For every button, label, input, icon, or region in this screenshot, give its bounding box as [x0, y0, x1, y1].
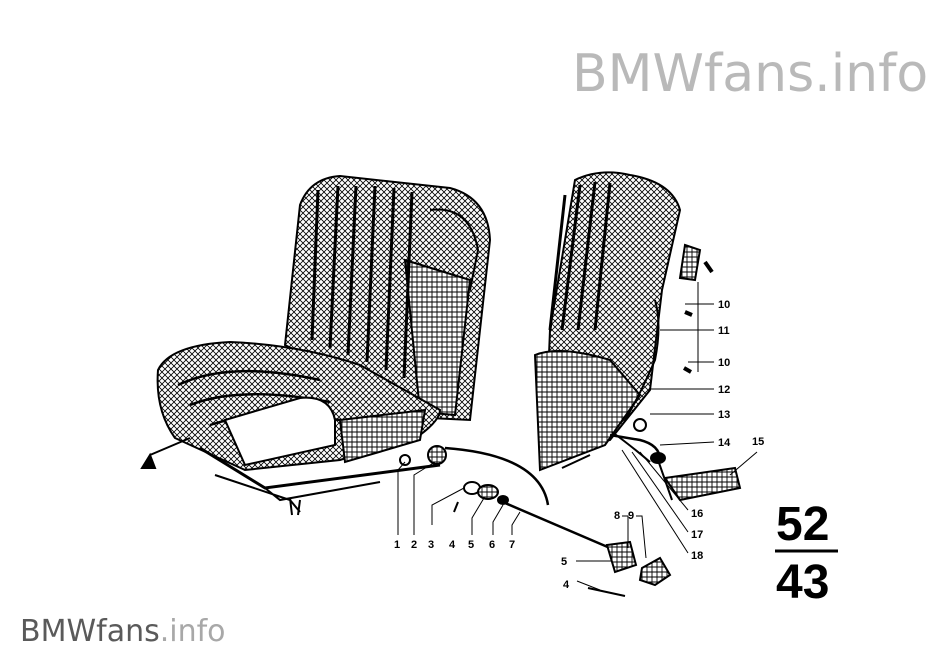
callout-18: 18	[691, 550, 703, 562]
callout-8: 8	[614, 510, 620, 522]
callout-13: 13	[718, 409, 730, 421]
callout-5b: 5	[561, 556, 567, 568]
callout-12: 12	[718, 384, 730, 396]
watermark-bottom: BMWfans.info	[20, 614, 226, 649]
small-parts	[453, 481, 672, 597]
callout-15: 15	[752, 436, 764, 448]
callout-10b: 10	[718, 357, 730, 369]
leader-lines	[397, 282, 758, 591]
callout-4: 4	[449, 539, 456, 551]
callout-9: 9	[628, 510, 634, 522]
callout-6: 6	[489, 539, 495, 551]
figure-subgroup-number: 43	[776, 556, 829, 609]
watermark-top: BMWfans.info	[572, 44, 929, 104]
callout-11: 11	[718, 325, 730, 337]
callout-1: 1	[394, 539, 400, 551]
callout-4b: 4	[563, 579, 570, 591]
callout-14: 14	[718, 437, 731, 449]
figure-group-number: 52	[776, 498, 829, 551]
callout-17: 17	[691, 529, 703, 541]
callout-16: 16	[691, 508, 703, 520]
callout-2: 2	[411, 539, 417, 551]
seat-side-view	[533, 171, 742, 502]
watermark-brand: BMWfans	[20, 614, 160, 649]
callout-7: 7	[509, 539, 515, 551]
release-cable	[444, 446, 550, 506]
callout-5: 5	[468, 539, 474, 551]
watermark-suffix: .info	[159, 614, 226, 649]
callout-3: 3	[428, 539, 434, 551]
callout-10a: 10	[718, 299, 730, 311]
seat-front-view	[140, 174, 492, 516]
